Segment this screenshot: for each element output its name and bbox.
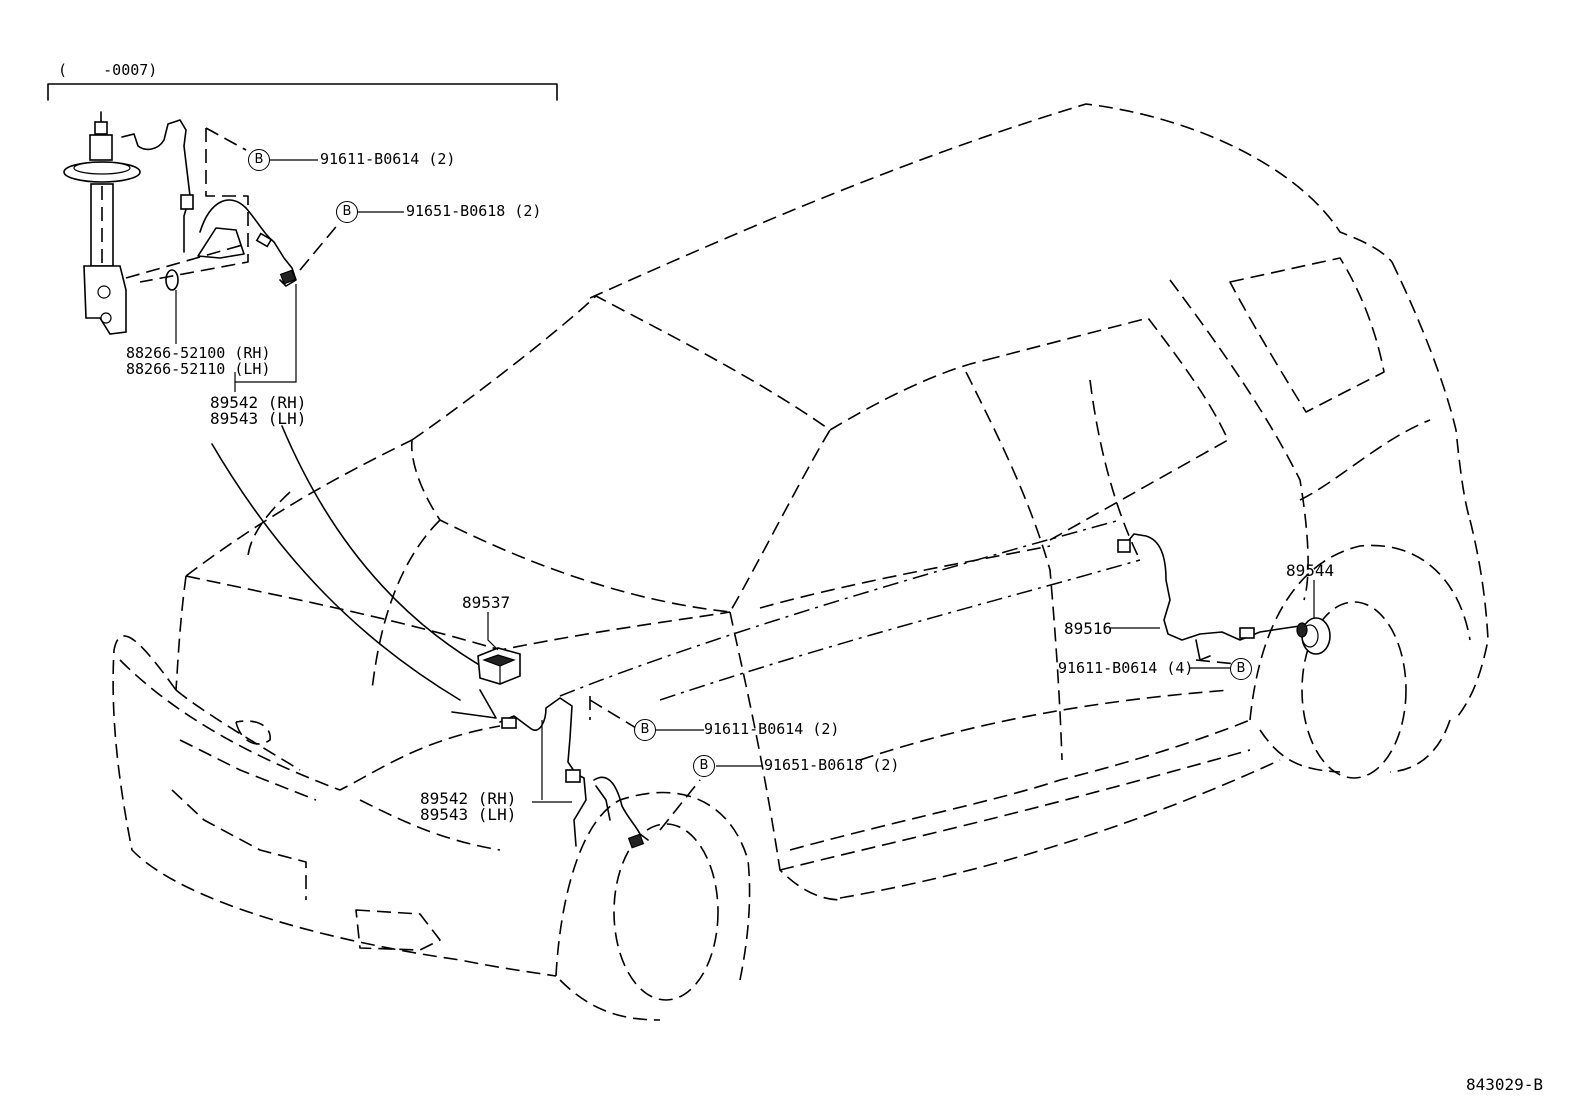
rear-bolt-label: 91611-B0614 (4)	[1058, 659, 1194, 677]
rear-sensor-wire	[1110, 533, 1331, 669]
bolt-marker-badge: B	[693, 755, 715, 777]
inset-sensor-rh-label: 89542 (RH)	[210, 393, 307, 412]
inset-clamp-lh-label: 88266-52110 (LH)	[126, 360, 271, 378]
front-bolt-a-label: 91611-B0614 (2)	[704, 720, 840, 738]
inset-sensor-wire	[121, 119, 341, 291]
inset-strut-icon	[63, 111, 141, 335]
rear-sensor-label: 89516	[1064, 619, 1113, 638]
front-sensor-lh-label: 89543 (LH)	[420, 805, 517, 824]
inset-bolt-b-label: 91651-B0618 (2)	[406, 202, 542, 220]
main-leader-lines	[656, 729, 762, 767]
rear-rotor-label: 89544	[1286, 561, 1335, 580]
inset-sensor-lh-label: 89543 (LH)	[210, 409, 307, 428]
inset-bolt-a-label: 91611-B0614 (2)	[320, 150, 456, 168]
bolt-marker-badge: B	[248, 149, 270, 171]
front-sensor-wire	[499, 696, 701, 849]
inset-leader-lines	[175, 159, 404, 392]
figure-code: 843029-B	[1466, 1075, 1544, 1094]
front-sensor-rh-label: 89542 (RH)	[420, 789, 517, 808]
inset-model-range: ( -0007)	[58, 61, 158, 79]
vehicle-body-outline	[112, 103, 1489, 1021]
bolt-marker-badge: B	[336, 201, 358, 223]
front-bolt-b-label: 91651-B0618 (2)	[764, 756, 900, 774]
bolt-marker-badge: B	[1230, 658, 1252, 680]
bolt-marker-badge: B	[634, 719, 656, 741]
inset-bracket	[47, 83, 558, 101]
callout-arrow	[211, 425, 497, 719]
inset-clamp-rh-label: 88266-52100 (RH)	[126, 344, 271, 362]
abs-computer-part	[477, 612, 521, 685]
abs-computer-label: 89537	[462, 593, 511, 612]
